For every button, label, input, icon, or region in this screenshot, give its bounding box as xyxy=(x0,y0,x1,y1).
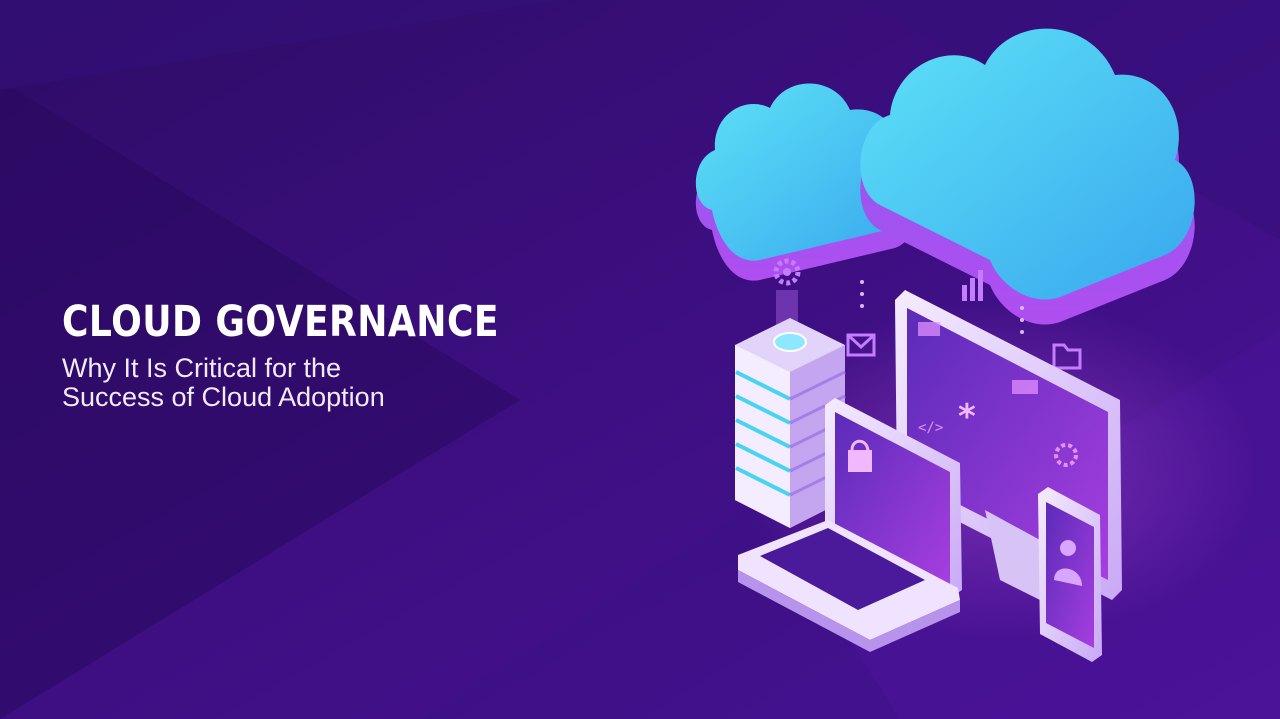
lock-icon xyxy=(848,439,872,472)
smartphone-icon xyxy=(1038,487,1102,662)
headline-block: CLOUD GOVERNANCE Why It Is Critical for … xyxy=(62,296,622,412)
user-icon xyxy=(1054,540,1082,586)
svg-text:</>: </> xyxy=(918,420,943,436)
cloud-icon xyxy=(860,28,1195,325)
page-title: CLOUD GOVERNANCE xyxy=(62,297,499,347)
page-subtitle: Why It Is Critical for the Success of Cl… xyxy=(62,354,622,412)
subtitle-line-2: Success of Cloud Adoption xyxy=(62,382,385,412)
subtitle-line-1: Why It Is Critical for the xyxy=(62,353,342,383)
chart-icon xyxy=(962,270,983,301)
laptop-icon xyxy=(738,398,962,652)
gear-icon xyxy=(1054,443,1078,467)
mail-icon xyxy=(846,333,876,357)
svg-text:*: * xyxy=(958,397,976,437)
cloud-icon xyxy=(695,83,917,281)
